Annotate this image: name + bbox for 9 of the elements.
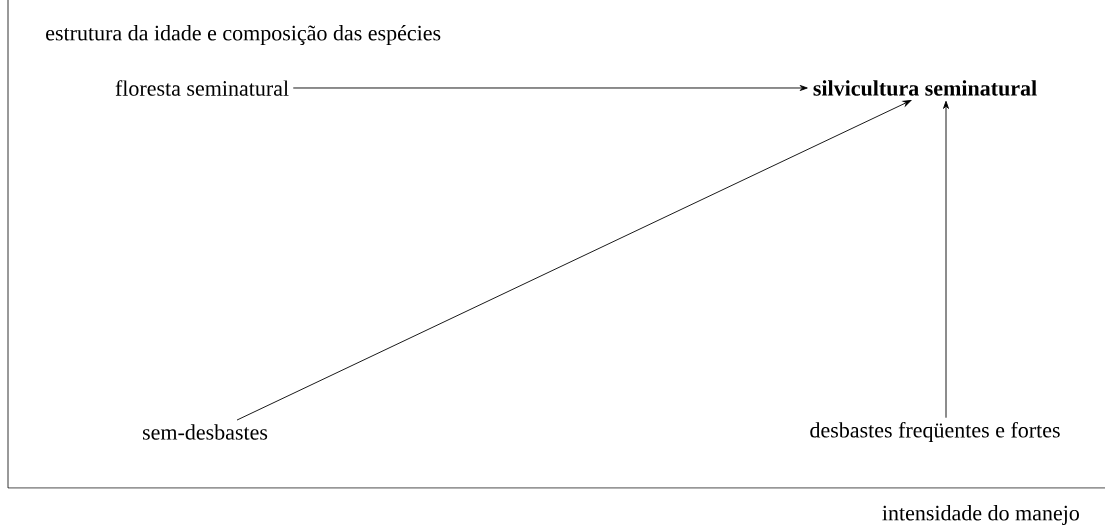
axis-label: estrutura da idade e composição das espécies <box>46 25 441 45</box>
arrow <box>943 100 949 419</box>
node-text: sem-desbastes <box>143 424 268 440</box>
axis-label: intensidade do manejo <box>882 505 1079 525</box>
node-text: silvicultura seminatural <box>813 80 1037 96</box>
arrow <box>236 100 912 421</box>
arrow <box>292 85 808 91</box>
node-text: floresta seminatural <box>115 80 289 96</box>
node-text: desbastes freqüentes e fortes <box>810 421 1060 443</box>
